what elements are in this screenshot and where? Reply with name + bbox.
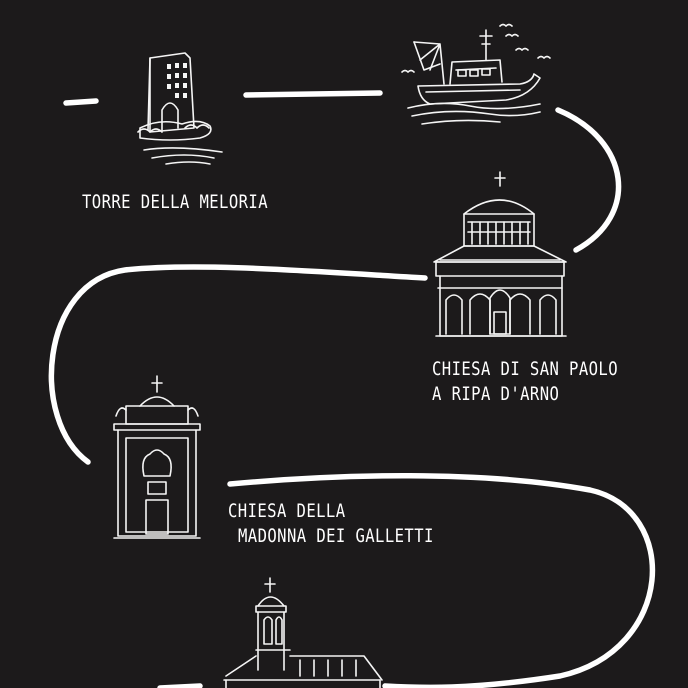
path-segment-top <box>243 90 383 98</box>
label-galletti-line2: MADONNA DEI GALLETTI <box>238 525 434 547</box>
label-san-paolo-line1: CHIESA DI SAN PAOLO <box>432 358 619 380</box>
label-san-paolo-line2: A RIPA D'ARNO <box>432 383 560 405</box>
label-torre-della-meloria: TORRE DELLA MELORIA <box>82 191 269 213</box>
path-segment-curve-right <box>555 107 622 253</box>
path-segment-lower <box>227 473 656 688</box>
path-segment-start <box>63 98 99 106</box>
label-galletti-line1: CHIESA DELLA <box>228 500 346 522</box>
path-segment-middle <box>48 264 428 465</box>
